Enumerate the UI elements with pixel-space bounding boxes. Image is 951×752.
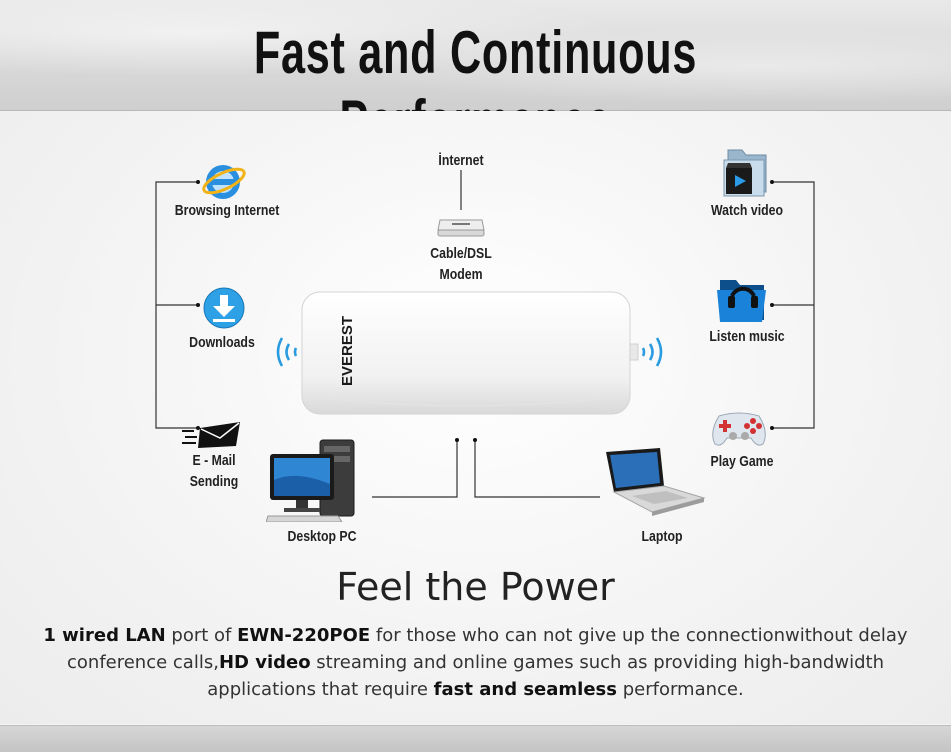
modem-icon [437, 219, 485, 237]
footer-band [0, 725, 951, 752]
browsing-label: Browsing Internet [174, 202, 280, 219]
download-icon [203, 287, 245, 329]
desc-text-8: performance. [616, 679, 744, 700]
device-brand-logo: EVEREST [339, 316, 356, 386]
desc-bold-3: EWN-220POE [237, 625, 371, 646]
desc-text-2: port of [165, 625, 238, 646]
desktop-pc-label: Desktop PC [287, 528, 357, 545]
laptop-label: Laptop [641, 528, 683, 545]
internet-label: İnternet [438, 152, 484, 169]
access-point-device: EVEREST [276, 291, 663, 415]
diagram-area [0, 111, 951, 724]
desc-bold-5: HD video [218, 652, 311, 673]
modem-label-line1: Cable/DSL [430, 245, 492, 262]
internet-explorer-icon [202, 165, 246, 199]
gamepad-icon [712, 412, 766, 446]
modem-label-line2: Modem [439, 266, 483, 283]
music-folder-icon [717, 280, 766, 322]
header-banner [0, 0, 951, 111]
desc-text-6: streaming and online games such as provi… [207, 652, 884, 700]
desc-bold-7: fast and seamless [433, 679, 617, 700]
watch-video-label: Watch video [710, 202, 783, 219]
desc-text-4: for those who can not give up the connec… [67, 625, 908, 673]
play-game-label: Play Game [710, 453, 774, 470]
description-paragraph: 1 wired LAN port of EWN-220POE for those… [40, 622, 911, 703]
video-folder-icon [723, 149, 767, 197]
wifi-left-icon [276, 337, 298, 367]
email-icon [182, 422, 240, 448]
wifi-right-icon [641, 337, 663, 367]
listen-music-label: Listen music [709, 328, 785, 345]
downloads-label: Downloads [189, 334, 255, 351]
desktop-pc-icon [266, 439, 355, 522]
email-label-line1: E - Mail [192, 452, 236, 469]
desc-bold-1: 1 wired LAN [43, 625, 166, 646]
feel-the-power-heading: Feel the Power [336, 565, 615, 609]
laptop-icon [606, 448, 706, 516]
email-label-line2: Sending [189, 473, 239, 490]
